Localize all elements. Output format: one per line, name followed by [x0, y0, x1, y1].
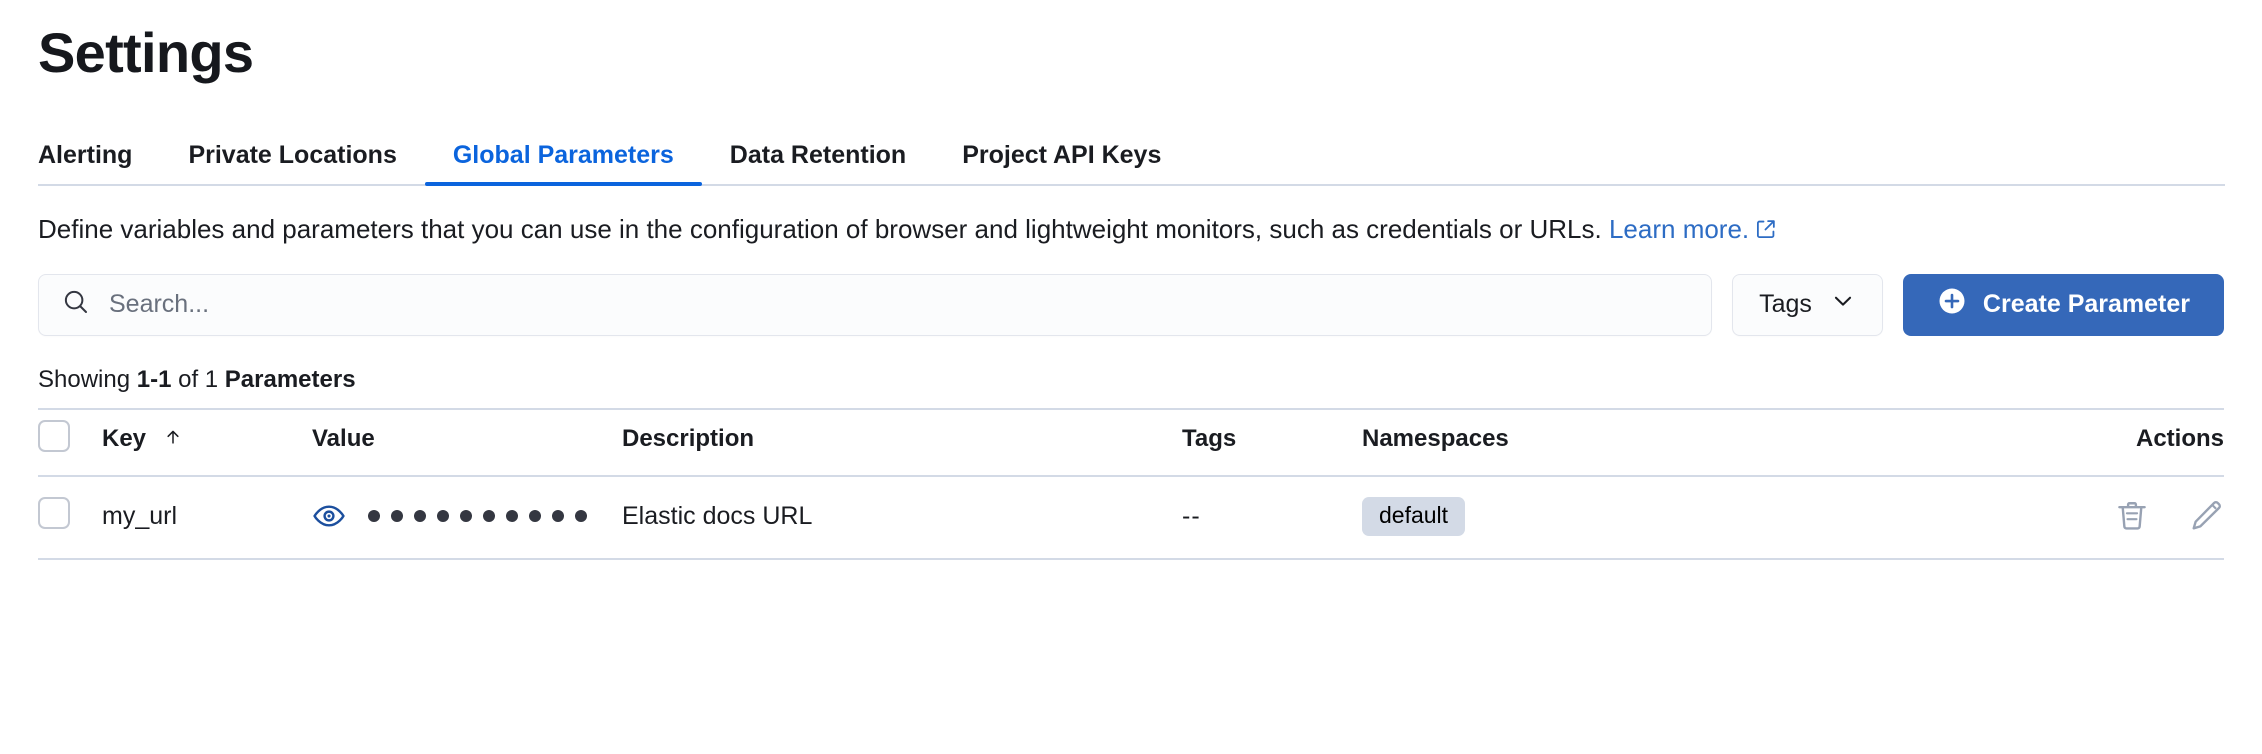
showing-prefix: Showing [38, 365, 137, 393]
table-header-row: Key Value Description Tags Namespaces Ac… [38, 407, 2224, 477]
cell-description: Elastic docs URL [622, 475, 1182, 560]
showing-range: 1-1 [136, 365, 172, 393]
select-all-header [38, 407, 102, 477]
page-title: Settings [38, 21, 254, 84]
search-input[interactable] [107, 289, 1690, 321]
learn-more-link[interactable]: Learn more. [1609, 214, 1777, 244]
cell-value [312, 475, 622, 560]
create-parameter-label: Create Parameter [1982, 290, 2190, 319]
description-text: Define variables and parameters that you… [38, 213, 1602, 244]
external-link-icon [1755, 214, 1777, 248]
plus-circle-icon [1937, 286, 1967, 323]
column-header-actions: Actions [1972, 407, 2224, 477]
settings-tabs: Alerting Private Locations Global Parame… [38, 124, 2225, 186]
column-header-key-label: Key [102, 424, 147, 452]
tab-private-locations[interactable]: Private Locations [188, 140, 397, 169]
cell-namespaces: default [1362, 475, 1972, 560]
search-icon [61, 287, 91, 322]
column-header-namespaces: Namespaces [1362, 407, 1972, 477]
namespace-badge: default [1362, 496, 1466, 536]
column-header-description: Description [622, 407, 1182, 477]
showing-middle: of 1 [171, 365, 225, 393]
tab-global-parameters[interactable]: Global Parameters [424, 142, 702, 186]
table-row: my_url [38, 475, 2224, 560]
parameters-table: Key Value Description Tags Namespaces Ac… [38, 407, 2224, 560]
select-all-checkbox[interactable] [38, 419, 70, 452]
learn-more-label: Learn more. [1608, 213, 1750, 244]
tags-filter-label: Tags [1759, 290, 1812, 319]
toolbar: Tags Create Parameter [38, 273, 2224, 336]
eye-icon[interactable] [312, 499, 346, 533]
showing-entity: Parameters [224, 365, 356, 393]
results-count: Showing 1-1 of 1 Parameters [38, 366, 2224, 394]
column-header-value: Value [312, 407, 622, 477]
tab-alerting[interactable]: Alerting [38, 140, 133, 169]
column-header-key[interactable]: Key [102, 407, 312, 477]
search-box[interactable] [38, 273, 1713, 336]
column-header-tags: Tags [1182, 407, 1362, 477]
tab-data-retention[interactable]: Data Retention [729, 140, 907, 169]
arrow-up-icon [163, 426, 183, 454]
cell-key: my_url [102, 475, 312, 560]
create-parameter-button[interactable]: Create Parameter [1902, 273, 2224, 336]
tab-project-api-keys[interactable]: Project API Keys [962, 140, 1162, 169]
edit-row-button[interactable] [2188, 498, 2224, 534]
tags-filter-button[interactable]: Tags [1732, 273, 1883, 336]
row-select-checkbox[interactable] [38, 496, 70, 529]
delete-row-button[interactable] [2114, 498, 2150, 534]
row-select-cell [38, 475, 102, 560]
cell-actions [1972, 475, 2224, 560]
cell-tags: -- [1182, 475, 1362, 560]
chevron-down-icon [1830, 288, 1856, 321]
page-description: Define variables and parameters that you… [38, 212, 2224, 248]
masked-value [368, 510, 587, 523]
